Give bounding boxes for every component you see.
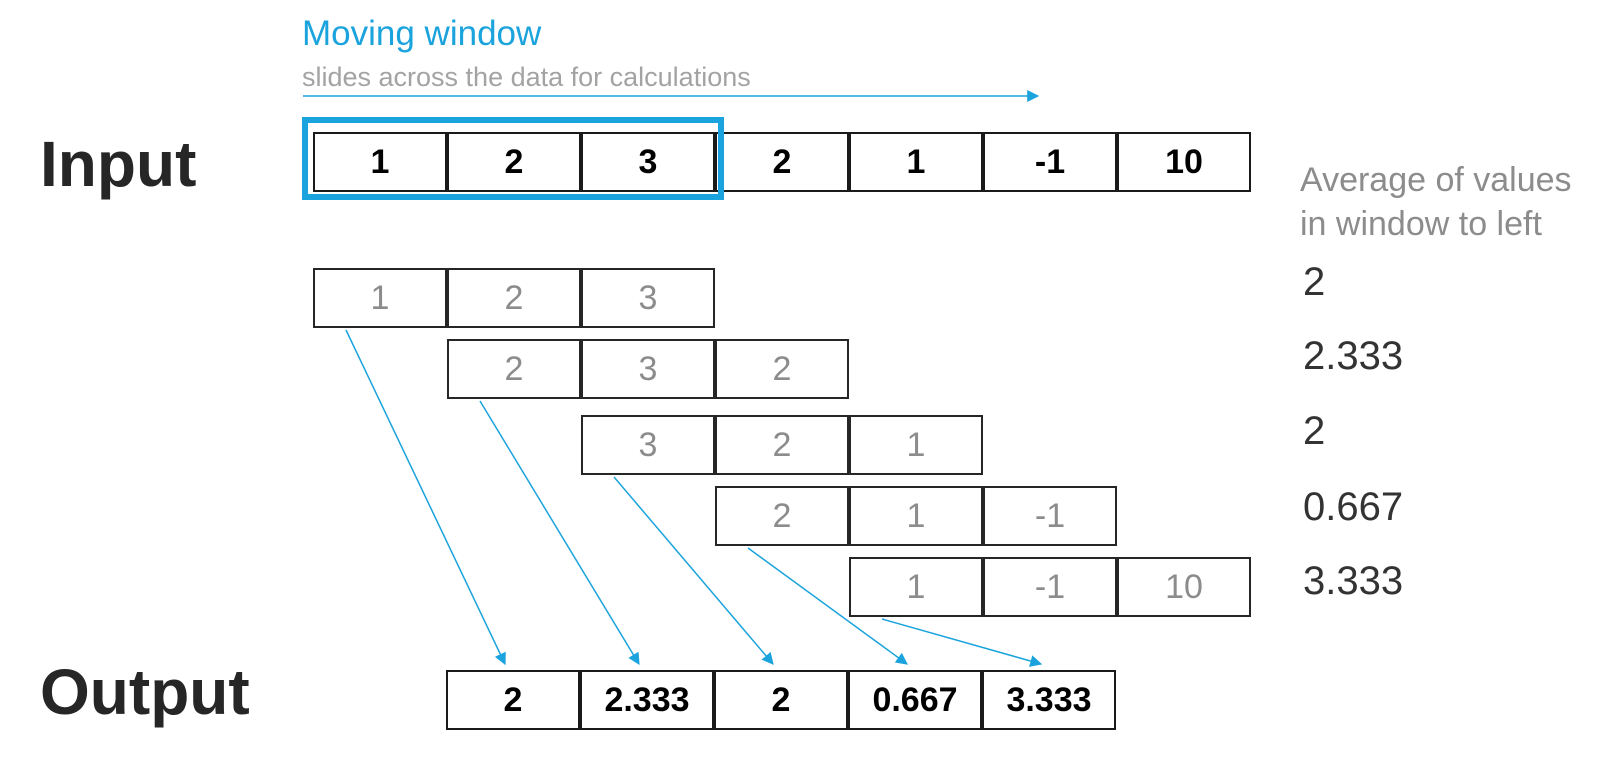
- input-cell: 2: [447, 132, 581, 192]
- average-header: Average of values in window to left: [1300, 158, 1620, 246]
- window-cell: 1: [313, 268, 447, 328]
- window-to-output-arrow: [747, 547, 908, 665]
- average-value: 2: [1303, 409, 1326, 453]
- output-cell: 3.333: [982, 670, 1116, 730]
- moving-window-frame: [302, 117, 724, 200]
- output-cell: 2: [714, 670, 848, 730]
- window-cell: 2: [715, 415, 849, 475]
- diagram-subtitle: slides across the data for calculations: [302, 62, 751, 92]
- window-to-output-arrows: [345, 329, 1043, 667]
- window-cell: 1: [849, 415, 983, 475]
- window-cell: 1: [849, 486, 983, 546]
- window-cell: 10: [1117, 557, 1251, 617]
- input-cell: 3: [581, 132, 715, 192]
- average-value: 0.667: [1303, 485, 1404, 529]
- output-label: Output: [40, 656, 250, 728]
- window-to-output-arrow: [613, 476, 774, 665]
- average-header-line1: Average of values: [1300, 161, 1572, 199]
- window-cell: 2: [447, 339, 581, 399]
- window-cell: 1: [849, 557, 983, 617]
- average-value: 3.333: [1303, 559, 1404, 603]
- window-cell: 3: [581, 268, 715, 328]
- average-header-line2: in window to left: [1300, 205, 1542, 243]
- average-value: 2.333: [1303, 334, 1404, 378]
- window-cell: 2: [447, 268, 581, 328]
- input-cell: 1: [849, 132, 983, 192]
- input-cell: 1: [313, 132, 447, 192]
- window-cell: -1: [983, 486, 1117, 546]
- window-cell: 3: [581, 415, 715, 475]
- diagram-title: Moving window: [302, 14, 542, 53]
- window-cell: 3: [581, 339, 715, 399]
- window-to-output-arrow: [479, 400, 640, 666]
- window-to-output-arrow: [881, 618, 1043, 667]
- input-cell: 2: [715, 132, 849, 192]
- output-cell: 0.667: [848, 670, 982, 730]
- window-cell: 2: [715, 339, 849, 399]
- output-cell: 2: [446, 670, 580, 730]
- window-to-output-arrow: [345, 329, 506, 666]
- window-cell: -1: [983, 557, 1117, 617]
- input-cell: 10: [1117, 132, 1251, 192]
- output-cell: 2.333: [580, 670, 714, 730]
- input-cell: -1: [983, 132, 1117, 192]
- input-label: Input: [40, 128, 197, 200]
- window-cell: 2: [715, 486, 849, 546]
- average-value: 2: [1303, 260, 1326, 304]
